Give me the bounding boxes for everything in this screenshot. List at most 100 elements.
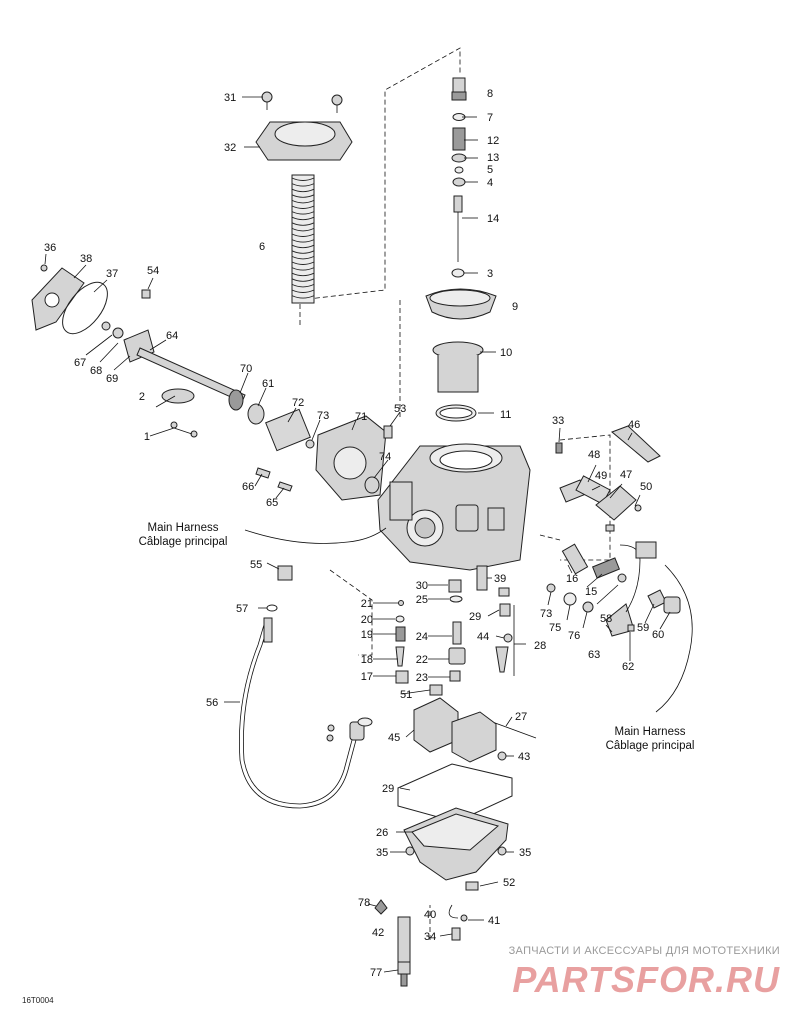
callout: 68	[90, 365, 102, 377]
callout: 2	[139, 391, 145, 403]
spring-coil	[291, 239, 315, 243]
callout: 41	[488, 915, 500, 927]
callout: 49	[595, 470, 607, 482]
part-shapes	[31, 77, 681, 987]
callout: 22	[416, 654, 428, 666]
callout: 1	[144, 431, 150, 443]
spring-coil	[291, 183, 315, 187]
callout: 62	[622, 661, 634, 673]
callout: 66	[242, 481, 254, 493]
callout: 35	[519, 847, 531, 859]
spring-coil	[291, 250, 315, 254]
spring-coil	[291, 222, 315, 226]
callout: 46	[628, 419, 640, 431]
spring-coil	[291, 177, 315, 181]
callout: 24	[416, 631, 428, 643]
leader-lines	[44, 96, 671, 973]
harness-label-line2: Câblage principal	[139, 536, 228, 548]
callout: 73	[317, 410, 329, 422]
callout: 54	[147, 265, 159, 277]
spring-coil	[291, 295, 315, 299]
callout: 11	[500, 409, 511, 421]
callout: 64	[166, 330, 178, 342]
callout: 51	[400, 689, 412, 701]
callout: 35	[376, 847, 388, 859]
callout: 31	[224, 92, 236, 104]
callout: 39	[494, 573, 506, 585]
spring-coil	[291, 255, 315, 260]
callout: 61	[262, 378, 274, 390]
callout: 47	[620, 469, 632, 481]
watermark-brand: PARTSFOR.RU	[512, 959, 780, 1000]
spring-coil	[291, 244, 315, 249]
spring-coil	[291, 199, 315, 204]
callout: 28	[534, 640, 546, 652]
spring-coil	[291, 267, 315, 271]
callout: 71	[355, 411, 367, 423]
spring-coil	[291, 227, 315, 232]
spring-coil	[291, 211, 315, 215]
callout: 57	[236, 603, 248, 615]
callout: 33	[552, 415, 564, 427]
watermark-tagline: ЗАПЧАСТИ И АКСЕССУАРЫ ДЛЯ МОТОТЕХНИКИ	[509, 945, 780, 957]
harness-label-left: Main Harness Câblage principal	[139, 522, 228, 548]
callout: 43	[518, 751, 530, 763]
callout: 26	[376, 827, 388, 839]
spring-coil	[291, 278, 315, 282]
callout: 42	[372, 927, 384, 939]
callout: 60	[652, 629, 664, 641]
callout: 6	[259, 241, 265, 253]
callout: 29	[469, 611, 481, 623]
callout: 29	[382, 783, 394, 795]
callout: 38	[80, 253, 92, 265]
callout: 45	[388, 732, 400, 744]
callout-numbers: 1 2 3 4 5 6 7 8 9 10 11 12 13 14 15 16 1…	[44, 88, 664, 979]
spring-coil	[291, 272, 315, 277]
callout: 59	[637, 622, 649, 634]
callout: 74	[379, 451, 391, 463]
callout: 65	[266, 497, 278, 509]
spring-coil	[291, 205, 315, 209]
spring-coil	[291, 261, 315, 265]
callout: 10	[500, 347, 512, 359]
callout: 76	[568, 630, 580, 642]
callout: 75	[549, 622, 561, 634]
callout: 36	[44, 242, 56, 254]
callout: 5	[487, 164, 493, 176]
callout: 23	[416, 672, 428, 684]
harness-label-right: Main Harness Câblage principal	[606, 726, 695, 752]
callout: 3	[487, 268, 493, 280]
callout: 72	[292, 397, 304, 409]
callout: 13	[487, 152, 499, 164]
callout: 25	[416, 594, 428, 606]
harness-label-line1: Main Harness	[148, 522, 219, 534]
spring-coil	[291, 188, 315, 193]
carburetor-body	[377, 443, 531, 571]
callout: 27	[515, 711, 527, 723]
callout: 78	[358, 897, 370, 909]
callout: 40	[424, 909, 436, 921]
callout: 9	[512, 301, 518, 313]
callout: 32	[224, 142, 236, 154]
callout: 34	[424, 931, 436, 943]
spring-coil	[291, 233, 315, 237]
callout: 19	[361, 629, 373, 641]
harness-lines	[244, 527, 693, 713]
part-code: 16T0004	[22, 996, 54, 1005]
callout: 14	[487, 213, 499, 225]
callout: 8	[487, 88, 493, 100]
callout: 73	[540, 608, 552, 620]
spring-coil	[291, 216, 315, 221]
callout: 16	[566, 573, 578, 585]
callout: 21	[361, 598, 373, 610]
callout: 44	[477, 631, 489, 643]
callout: 30	[416, 580, 428, 592]
callout: 48	[588, 449, 600, 461]
spring-coil	[291, 283, 315, 288]
callout: 18	[361, 654, 373, 666]
spring-6	[291, 174, 315, 304]
callout: 12	[487, 135, 499, 147]
callout: 77	[370, 967, 382, 979]
callout: 69	[106, 373, 118, 385]
